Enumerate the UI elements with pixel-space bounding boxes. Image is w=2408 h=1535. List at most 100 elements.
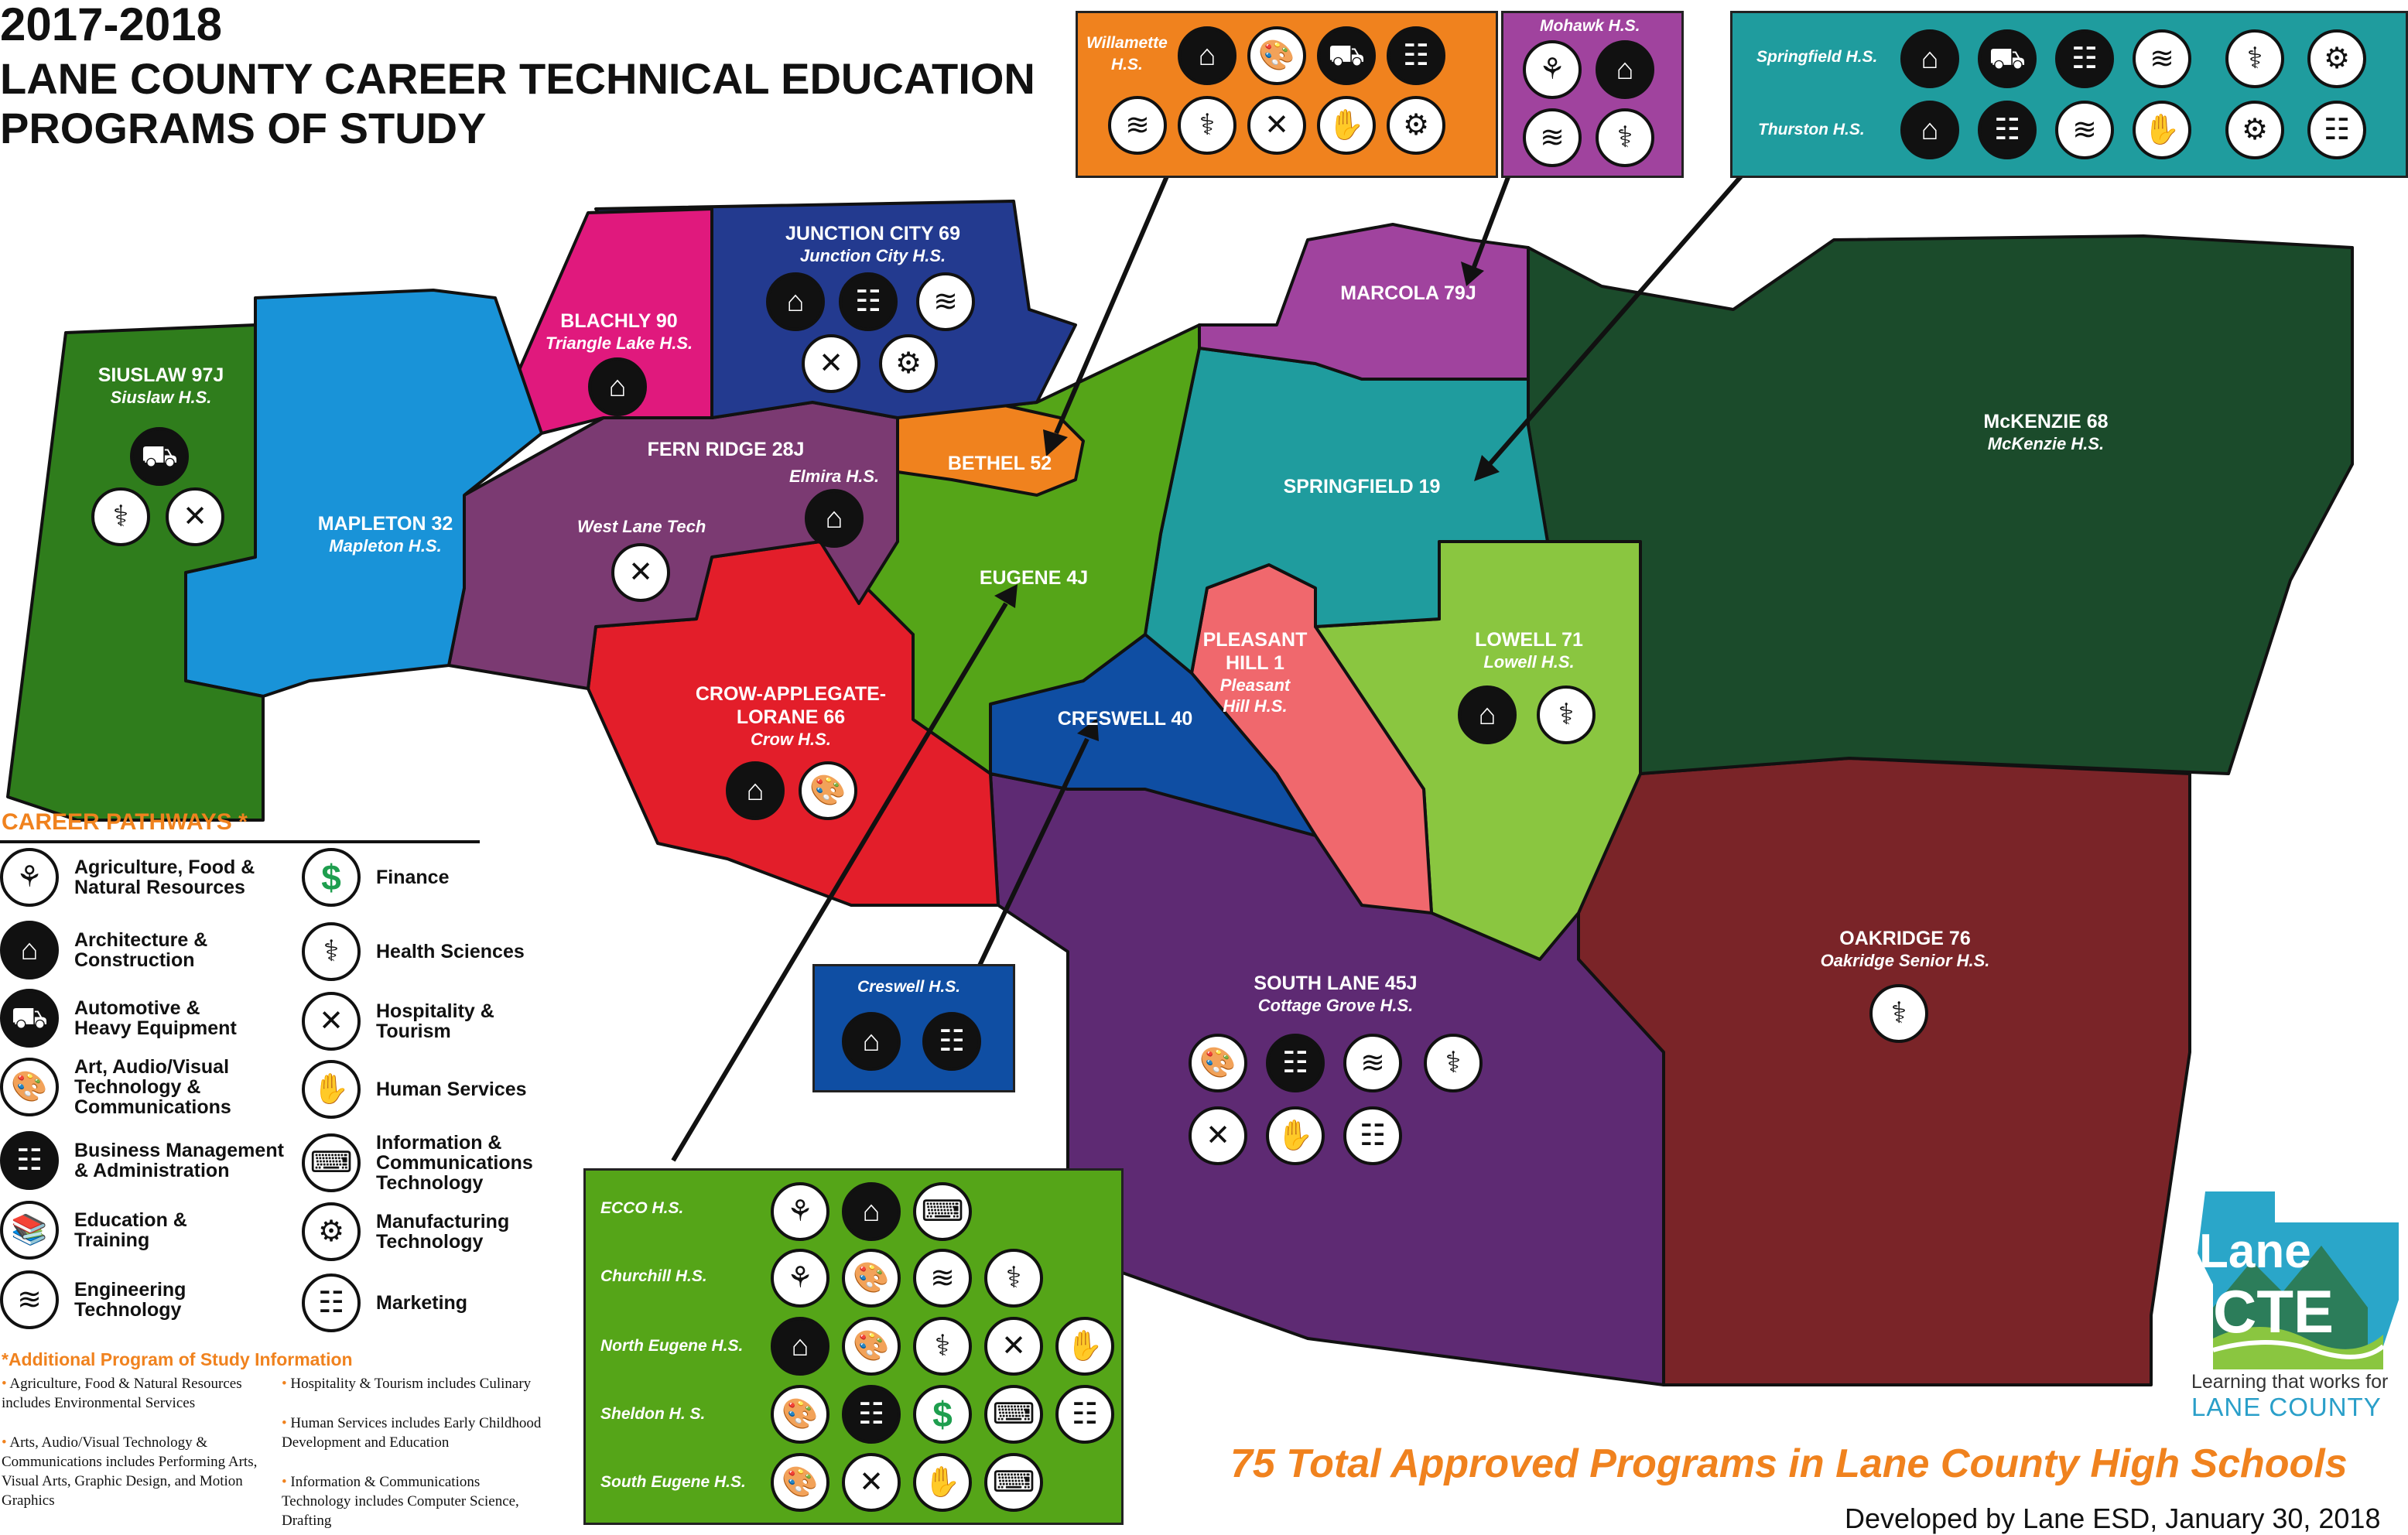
district-siuslaw: SIUSLAW 97J Siuslaw H.S. (98, 364, 224, 408)
legend-item-hospitality: ✕Hospitality & Tourism (302, 992, 608, 1051)
palette-icon: 🎨 (842, 1317, 901, 1376)
stethoscope-icon: ⚕ (91, 487, 150, 546)
building-icon: ⌂ (1900, 101, 1959, 159)
wheat-icon: ⚘ (0, 848, 59, 907)
hand-icon: ✋ (1266, 1106, 1325, 1165)
legend-label: Automotive & Heavy Equipment (74, 997, 237, 1039)
legend-label: Education & Training (74, 1209, 187, 1251)
note-agriculture: • Agriculture, Food & Natural Resources … (2, 1376, 242, 1411)
district-school: Cottage Grove H.S. (1257, 996, 1414, 1015)
note-text: Information & Communications Technology … (282, 1474, 519, 1529)
legend-item-education: 📚Education & Training (0, 1201, 306, 1260)
arrowhead-springfield (1474, 455, 1500, 481)
region-marcola[interactable] (1198, 223, 1530, 381)
legend-label: Information & Communications Technology (376, 1132, 533, 1194)
district-south-lane: SOUTH LANE 45J Cottage Grove H.S. (1254, 972, 1417, 1016)
palette-icon: 🎨 (1247, 26, 1306, 85)
stethoscope-icon: ⚕ (1596, 108, 1654, 167)
fork-knife-icon: ✕ (802, 334, 860, 393)
org-chart-icon: ☷ (1978, 101, 2037, 159)
building-icon: ⌂ (588, 357, 647, 416)
monitor-code-icon: ⌨ (302, 1133, 361, 1192)
logo-county: LANE COUNTY (2191, 1393, 2382, 1421)
dollar-icon: $ (302, 848, 361, 907)
district-name-line1: PLEASANT (1202, 629, 1308, 651)
legend-title: CAREER PATHWAYS * (2, 809, 248, 835)
school-elmira: Elmira H.S. (789, 467, 880, 486)
district-name: EUGENE 4J (979, 567, 1089, 589)
note-text: Hospitality & Tourism includes Culinary (290, 1376, 532, 1392)
additional-info-title: *Additional Program of Study Information (2, 1349, 353, 1369)
district-blachly: BLACHLY 90 Triangle Lake H.S. (546, 309, 693, 354)
legend-item-business: ☷Business Management & Administration (0, 1131, 306, 1190)
inset-label-north-eugene: North Eugene H.S. (600, 1337, 744, 1355)
arrow-springfield (1487, 157, 1759, 466)
district-bethel: BETHEL 52 (948, 452, 1052, 475)
legend-label: Engineering Technology (74, 1279, 186, 1321)
car-icon: ⛟ (130, 427, 189, 486)
district-name: LOWELL 71 (1475, 629, 1583, 651)
region-bethel[interactable] (896, 401, 1085, 497)
district-school: Siuslaw H.S. (110, 388, 212, 407)
legend-item-arts: 🎨Art, Audio/Visual Technology & Communic… (0, 1057, 306, 1117)
fork-knife-icon: ✕ (611, 543, 670, 602)
building-icon: ⌂ (766, 272, 825, 331)
palette-icon: 🎨 (771, 1385, 829, 1444)
legend-label: Finance (376, 867, 450, 888)
note-human-services: • Human Services includes Early Childhoo… (282, 1415, 542, 1451)
district-school: Mapleton H.S. (329, 536, 442, 556)
car-icon: ⛟ (1978, 29, 2037, 88)
district-name: SOUTH LANE 45J (1254, 973, 1418, 994)
palette-icon: 🎨 (771, 1453, 829, 1512)
district-name-line2: LORANE 66 (736, 706, 846, 728)
note-text: Agriculture, Food & Natural Resources in… (2, 1376, 242, 1411)
legend-item-ict: ⌨ Information & Communications Technology (302, 1133, 608, 1193)
region-siuslaw[interactable] (6, 323, 265, 822)
note-ict: • Information & Communications Technolog… (282, 1474, 519, 1529)
district-eugene: EUGENE 4J (980, 566, 1088, 590)
district-name-line2: HILL 1 (1226, 652, 1284, 674)
gear-icon: ⚙ (1387, 96, 1445, 155)
legend-divider (0, 840, 480, 843)
monitor-code-icon: ⌨ (984, 1385, 1043, 1444)
hand-icon: ✋ (302, 1060, 361, 1119)
district-oakridge: OAKRIDGE 76 Oakridge Senior H.S. (1821, 927, 1990, 971)
district-school: McKenzie H.S. (1987, 434, 2105, 453)
district-school-line2: Hill H.S. (1223, 696, 1288, 716)
building-icon: ⌂ (0, 921, 59, 979)
district-school: Oakridge Senior H.S. (1820, 951, 1990, 970)
title-line-3: PROGRAMS OF STUDY (0, 104, 487, 152)
gear-icon: ⚙ (302, 1202, 361, 1261)
inset-label-mohawk: Mohawk H.S. (1540, 17, 1640, 35)
lane-cte-logo (2198, 1191, 2399, 1369)
district-name: McKENZIE 68 (1983, 411, 2109, 432)
district-name: SIUSLAW 97J (97, 364, 224, 386)
inset-label-south-eugene: South Eugene H.S. (600, 1473, 746, 1491)
legend-label: Marketing (376, 1292, 468, 1314)
district-junction-city: JUNCTION CITY 69 Junction City H.S. (785, 222, 960, 266)
legend-label: Art, Audio/Visual Technology & Communica… (74, 1056, 231, 1118)
legend-item-agriculture: ⚘Agriculture, Food & Natural Resources (0, 848, 306, 907)
bridge-icon: ≋ (2133, 29, 2191, 88)
district-name: BETHEL 52 (947, 453, 1052, 474)
region-oakridge[interactable] (1577, 757, 2191, 1386)
bridge-icon: ≋ (1523, 108, 1582, 167)
bridge-icon: ≋ (0, 1270, 59, 1329)
bridge-icon: ≋ (913, 1249, 972, 1308)
inset-label-ecco: ECCO H.S. (600, 1199, 684, 1217)
arrowhead-ecco (994, 584, 1018, 608)
report-icon: ☷ (1343, 1106, 1402, 1165)
district-name: BLACHLY 90 (560, 310, 678, 332)
building-icon: ⌂ (1596, 40, 1654, 99)
region-mckenzie[interactable] (1527, 234, 2354, 775)
legend-item-architecture: ⌂Architecture & Construction (0, 921, 306, 979)
stethoscope-icon: ⚕ (1178, 96, 1236, 155)
fork-knife-icon: ✕ (1247, 96, 1306, 155)
stethoscope-icon: ⚕ (913, 1317, 972, 1376)
stethoscope-icon: ⚕ (1537, 685, 1596, 744)
district-fern-ridge: FERN RIDGE 28J (648, 438, 805, 461)
org-chart-icon: ☷ (2055, 29, 2114, 88)
legend-label: Manufacturing Technology (376, 1211, 510, 1253)
report-icon: ☷ (2307, 101, 2366, 159)
bridge-icon: ≋ (1343, 1034, 1402, 1092)
